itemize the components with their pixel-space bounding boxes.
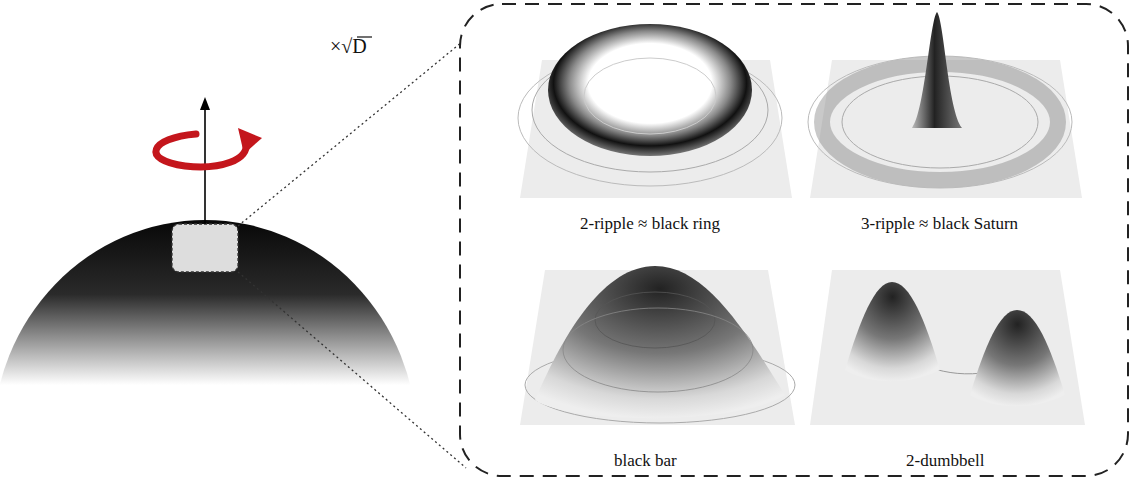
rotation-arrow-head (238, 128, 262, 154)
panel-caption: 3-ripple ≈ black Saturn (861, 214, 1018, 234)
rotation-arrow (156, 134, 246, 167)
axis-head (200, 97, 210, 110)
ripple-saturn-plot (808, 12, 1082, 198)
zoom-line (238, 272, 466, 468)
dumbbell-plot (810, 270, 1085, 425)
ripple-ring-plot (518, 24, 792, 198)
zoom-panel (460, 4, 1128, 476)
zoom-patch (172, 224, 238, 272)
black-hole-dome (0, 220, 417, 390)
panel-caption: black bar (614, 451, 677, 471)
scale-factor: ×√D (330, 34, 367, 58)
panel-caption: 2-dumbbell (906, 451, 984, 471)
black-bar-plot (520, 266, 795, 425)
panel-caption: 2-ripple ≈ black ring (580, 214, 720, 234)
zoom-line (238, 42, 462, 226)
